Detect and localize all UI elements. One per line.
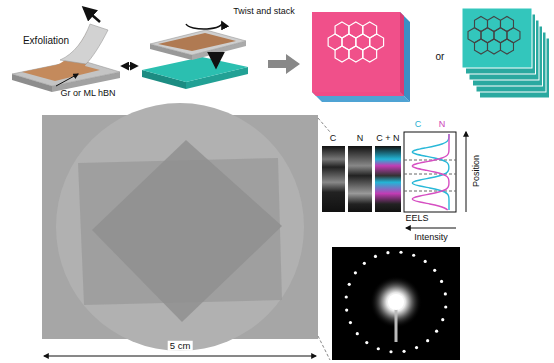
hexagon — [475, 39, 488, 54]
diffraction-spot — [345, 295, 348, 298]
diffraction-spot — [348, 283, 351, 286]
curve-label: C — [415, 120, 422, 130]
diffraction-spot — [365, 341, 368, 344]
diffraction-spot — [349, 321, 352, 324]
wafer-photo — [42, 103, 330, 360]
axis-label: Intensity — [414, 233, 448, 243]
layer-sheet — [462, 8, 532, 68]
axis-label: EELS — [405, 214, 428, 224]
diffraction-spot — [399, 251, 402, 254]
hexagon — [335, 46, 349, 62]
diffraction-spot — [441, 318, 444, 321]
eels-maps — [322, 146, 401, 212]
profile-curve — [412, 134, 449, 210]
diffraction-spot — [356, 332, 359, 335]
diffraction-spot — [363, 262, 366, 265]
multilayer-stack — [462, 8, 550, 98]
map-label: C + N — [376, 134, 399, 144]
eels-profile — [404, 132, 466, 228]
scale-label: 5 cm — [168, 341, 193, 351]
diffraction-spot — [389, 350, 392, 353]
diffraction-spot — [424, 260, 427, 263]
material-label: Gr or ML hBN — [60, 89, 115, 99]
diffraction-spot — [435, 330, 438, 333]
diffraction-pattern — [332, 247, 460, 360]
curve-label: N — [439, 120, 446, 130]
diffraction-spot — [354, 271, 357, 274]
bilayer-stack — [312, 12, 410, 102]
map-label: N — [357, 134, 364, 144]
hexagon — [500, 39, 513, 54]
step-label: Twist and stack — [233, 7, 295, 17]
hexagon — [363, 46, 377, 62]
diffraction-spot — [412, 254, 415, 257]
result-arrow — [268, 54, 300, 74]
diffraction-spot — [433, 269, 436, 272]
map-label: C — [330, 134, 337, 144]
diffraction-spot — [386, 251, 389, 254]
step-label: Exfoliation — [23, 35, 69, 46]
connector-word: or — [436, 51, 445, 62]
hexagon — [487, 39, 500, 54]
diffraction-spot — [440, 280, 443, 283]
diffraction-spot — [377, 347, 380, 350]
diffraction-spot — [444, 305, 447, 308]
stack-sketch — [142, 22, 248, 89]
profile-curve — [412, 134, 449, 210]
hexagon — [349, 46, 363, 62]
axis-label: Position — [472, 155, 482, 187]
diffraction-spot — [444, 292, 447, 295]
double-arrow — [122, 66, 137, 67]
diffraction-spot — [345, 308, 348, 311]
diffraction-spot — [415, 346, 418, 349]
exfoliation-sketch — [12, 8, 120, 92]
diffraction-spot — [402, 350, 405, 353]
diffraction-spot — [426, 339, 429, 342]
diffraction-spot — [374, 255, 377, 258]
